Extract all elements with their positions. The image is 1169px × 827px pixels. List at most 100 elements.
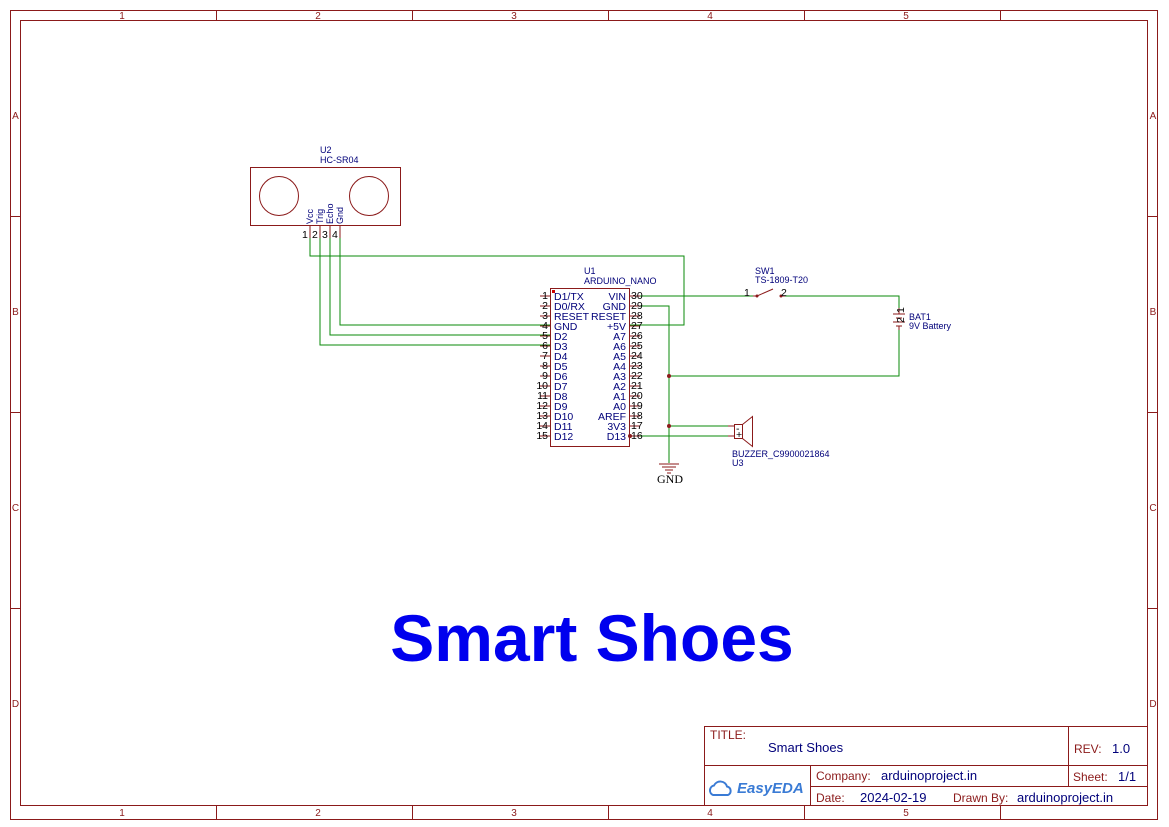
arduino-pin-name: A1 bbox=[613, 391, 626, 403]
title-label: TITLE: bbox=[710, 728, 746, 742]
zone-labels: 1 2 3 4 5 1 2 3 4 5 A B C D A B C D bbox=[12, 11, 1157, 819]
drawn-by-value: arduinoproject.in bbox=[1017, 790, 1113, 805]
sensor-pin-name-vcc: Vcc bbox=[305, 208, 315, 224]
arduino-pin-number: 19 bbox=[631, 400, 643, 412]
wire-vcc-5v bbox=[309, 238, 685, 326]
arduino-pin-name: A3 bbox=[613, 371, 626, 383]
arduino-pin1-marker bbox=[552, 290, 555, 293]
arduino-pin-name: D0/RX bbox=[554, 301, 585, 313]
arduino-pin-number: 25 bbox=[631, 340, 643, 352]
company-label: Company: bbox=[816, 769, 871, 783]
sensor-body bbox=[250, 167, 401, 226]
battery-pin-label-2: 2 bbox=[895, 317, 907, 323]
switch-contact-right bbox=[779, 294, 783, 298]
zone-row-right-c: C bbox=[1149, 503, 1156, 514]
zone-row-right-a: A bbox=[1150, 111, 1157, 122]
arduino-pin-number: 10 bbox=[536, 380, 548, 392]
cloud-icon bbox=[708, 780, 732, 796]
arduino-pin-number: 21 bbox=[631, 380, 643, 392]
arduino-ref: U1 bbox=[584, 266, 596, 276]
arduino-pin-number: 13 bbox=[536, 410, 548, 422]
battery-bat1[interactable]: 1 2 BAT1 9V Battery bbox=[893, 307, 952, 331]
arduino-pin-number: 8 bbox=[542, 360, 548, 372]
zone-row-right-d: D bbox=[1149, 699, 1156, 710]
battery-pin-label-1: 1 bbox=[895, 307, 907, 313]
arduino-pin-name: A5 bbox=[613, 351, 626, 363]
sensor-pin-num-2: 2 bbox=[312, 229, 318, 241]
arduino-pin-number: 29 bbox=[631, 300, 643, 312]
wire-gnd-gnd bbox=[339, 238, 550, 326]
sheet-label: Sheet: bbox=[1073, 770, 1108, 784]
zone-col-bottom-3: 3 bbox=[511, 808, 517, 819]
battery-ref: BAT1 bbox=[909, 312, 931, 322]
wires bbox=[309, 238, 900, 463]
wire-switch-battery bbox=[785, 295, 900, 308]
title-value: Smart Shoes bbox=[768, 740, 844, 755]
buzzer-polarity-plus-icon: + bbox=[736, 429, 742, 441]
sensor-pin-num-4: 4 bbox=[332, 229, 338, 241]
ground-symbol[interactable]: GND bbox=[657, 463, 683, 486]
buzzer-u3[interactable]: - + BUZZER_C9900021864 U3 bbox=[728, 415, 830, 469]
arduino-pin-number: 17 bbox=[631, 420, 643, 432]
zone-row-left-b: B bbox=[12, 307, 19, 318]
easyeda-logo: EasyEDA bbox=[708, 780, 804, 797]
zone-col-bottom-2: 2 bbox=[315, 808, 321, 819]
logo-text: EasyEDA bbox=[737, 780, 804, 797]
arduino-pin-name: D2 bbox=[554, 331, 568, 343]
company-value: arduinoproject.in bbox=[881, 768, 977, 783]
arduino-pin-number: 27 bbox=[631, 320, 643, 332]
switch-sw1[interactable]: SW1 TS-1809-T20 1 2 bbox=[744, 266, 808, 299]
arduino-pin-name: 3V3 bbox=[607, 421, 626, 433]
arduino-pin-name: D8 bbox=[554, 391, 568, 403]
arduino-pin-name: RESET bbox=[554, 311, 590, 323]
sensor-pin-num-3: 3 bbox=[322, 229, 328, 241]
arduino-pin-number: 4 bbox=[542, 320, 548, 332]
arduino-pin-number: 18 bbox=[631, 410, 643, 422]
arduino-body bbox=[550, 288, 630, 447]
sensor-hc-sr04[interactable]: U2 HC-SR04 Vcc Trig Echo Gnd 1 2 3 4 bbox=[250, 145, 401, 241]
arduino-model: ARDUINO_NANO bbox=[584, 276, 657, 286]
arduino-pin-name: GND bbox=[554, 321, 578, 333]
arduino-pin-name: A7 bbox=[613, 331, 626, 343]
sheet-frame bbox=[10, 10, 1158, 820]
switch-lever bbox=[756, 288, 774, 297]
arduino-pin-name: +5V bbox=[607, 321, 626, 333]
zone-col-top-2: 2 bbox=[315, 11, 321, 22]
arduino-pin-name: D12 bbox=[554, 431, 573, 443]
zone-col-top-4: 4 bbox=[707, 11, 713, 22]
wire-battery-ground bbox=[669, 330, 900, 377]
arduino-pin-number: 20 bbox=[631, 390, 643, 402]
arduino-pin-number: 9 bbox=[542, 370, 548, 382]
arduino-pin-number: 23 bbox=[631, 360, 643, 372]
drawn-by-label: Drawn By: bbox=[953, 791, 1008, 805]
arduino-pin-number: 16 bbox=[631, 430, 643, 442]
sensor-model: HC-SR04 bbox=[320, 155, 359, 165]
arduino-pin-number: 28 bbox=[631, 310, 643, 322]
arduino-pin-number: 14 bbox=[536, 420, 548, 432]
arduino-pin-number: 3 bbox=[542, 310, 548, 322]
rev-label: REV: bbox=[1074, 742, 1102, 756]
arduino-pin-name: RESET bbox=[591, 311, 627, 323]
battery-value: 9V Battery bbox=[909, 321, 952, 331]
arduino-pin-name: D13 bbox=[607, 431, 626, 443]
wire-gnd-net bbox=[630, 305, 670, 463]
sensor-pin-num-1: 1 bbox=[302, 229, 308, 241]
sensor-pin-name-gnd: Gnd bbox=[335, 207, 345, 224]
arduino-pin-number: 7 bbox=[542, 350, 548, 362]
arduino-pin-name: A4 bbox=[613, 361, 626, 373]
arduino-pin-number: 2 bbox=[542, 300, 548, 312]
zone-col-top-1: 1 bbox=[119, 11, 125, 22]
buzzer-horn bbox=[742, 415, 753, 448]
arduino-pin-number: 1 bbox=[542, 290, 548, 302]
arduino-pin-name: D4 bbox=[554, 351, 568, 363]
arduino-pin-number: 15 bbox=[536, 430, 548, 442]
title-block: TITLE: Smart Shoes REV: 1.0 EasyEDA Comp… bbox=[704, 726, 1148, 806]
arduino-pin-number: 11 bbox=[537, 390, 548, 402]
arduino-pin-name: D10 bbox=[554, 411, 573, 423]
arduino-pin-name: VIN bbox=[608, 291, 626, 303]
arduino-pin-name: D6 bbox=[554, 371, 568, 383]
zone-row-left-c: C bbox=[12, 503, 19, 514]
arduino-pin-number: 12 bbox=[536, 400, 548, 412]
